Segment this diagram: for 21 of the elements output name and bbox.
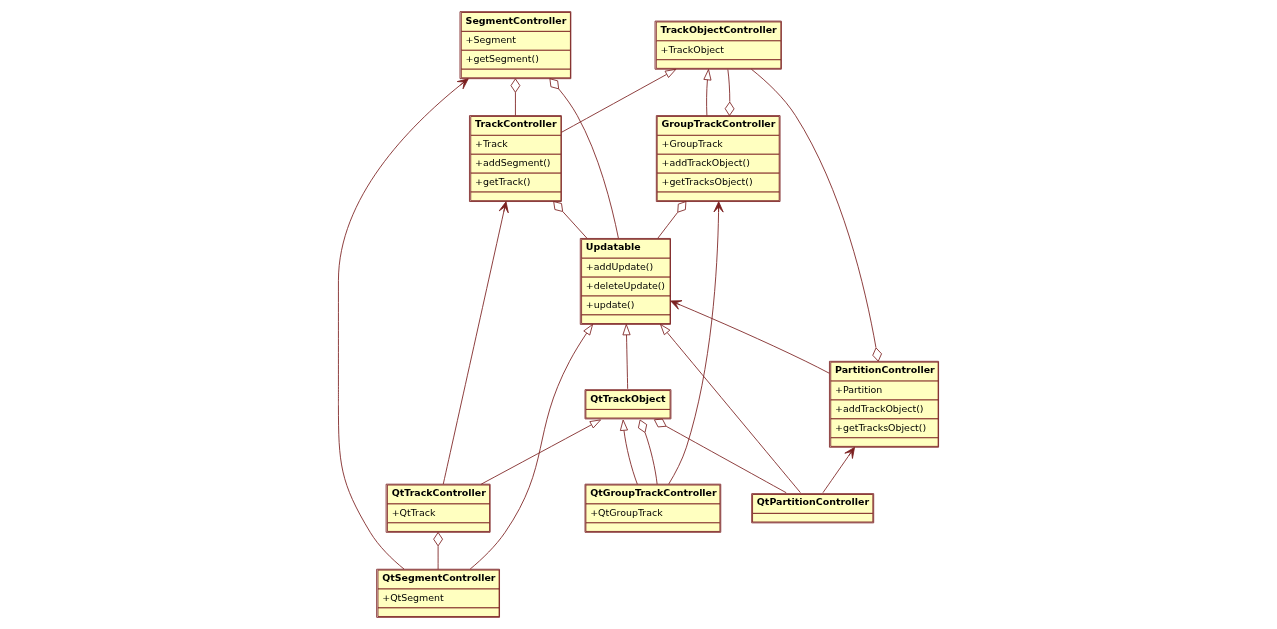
connector	[657, 201, 687, 239]
connector	[653, 418, 787, 494]
arrow	[622, 324, 631, 390]
connector	[433, 532, 443, 570]
arrow	[480, 419, 602, 485]
connector	[510, 78, 521, 116]
arrow	[670, 300, 830, 374]
connector	[750, 68, 882, 362]
arrow	[561, 68, 677, 133]
arrow	[442, 201, 509, 485]
arrow	[668, 201, 724, 485]
arrow	[660, 324, 801, 494]
arrow	[703, 69, 712, 116]
connector	[553, 201, 588, 239]
connector	[637, 419, 658, 485]
connector	[724, 69, 735, 116]
arrow	[338, 78, 469, 570]
connector	[549, 78, 619, 239]
arrow	[469, 324, 594, 570]
arrow	[619, 419, 638, 485]
arrow	[822, 446, 855, 494]
